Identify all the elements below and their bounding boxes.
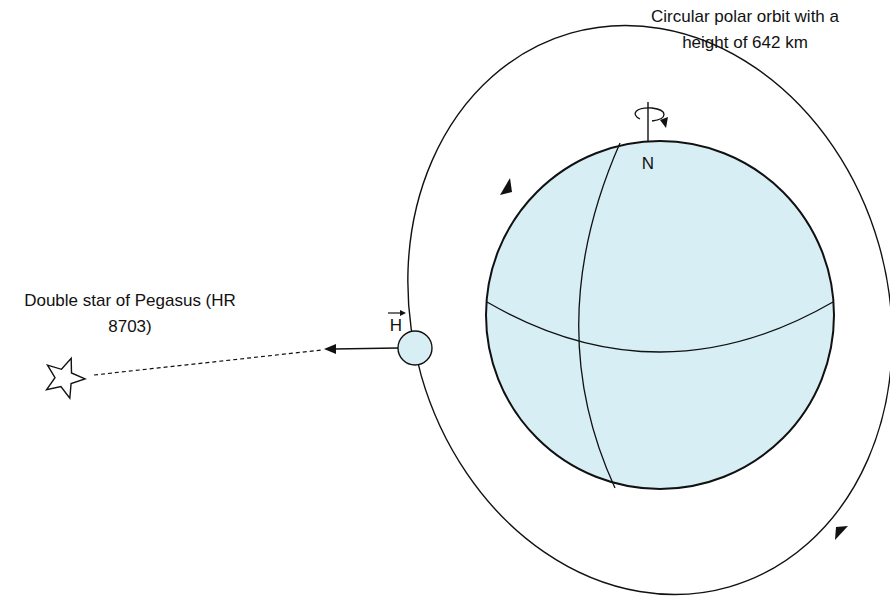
vector-mark (388, 312, 402, 313)
pole-label: N (635, 151, 661, 177)
vector-arrowhead (324, 344, 336, 354)
star-node: Double star of Pegasus (HR 8703) (20, 288, 240, 408)
star-symbol (47, 358, 85, 398)
vector-label: H (388, 316, 404, 336)
vector-mark-head (400, 310, 406, 316)
earth-sphere (486, 141, 834, 489)
rotation-arrow (635, 108, 664, 121)
line-of-sight (94, 350, 322, 375)
vector-arrow (334, 348, 398, 349)
orbit-label: Circular polar orbit with a height of 64… (640, 4, 850, 55)
orbit-arrow (500, 178, 512, 195)
star-label: Double star of Pegasus (HR 8703) (20, 288, 240, 339)
polar-orbit (342, 0, 890, 604)
satellite (398, 331, 432, 365)
orbit-arrow (835, 526, 848, 540)
rotation-arrowhead (660, 117, 668, 128)
earth-node: N (485, 140, 835, 490)
meridian (579, 143, 620, 488)
equator (487, 302, 833, 352)
earth-node-outline (485, 140, 835, 490)
